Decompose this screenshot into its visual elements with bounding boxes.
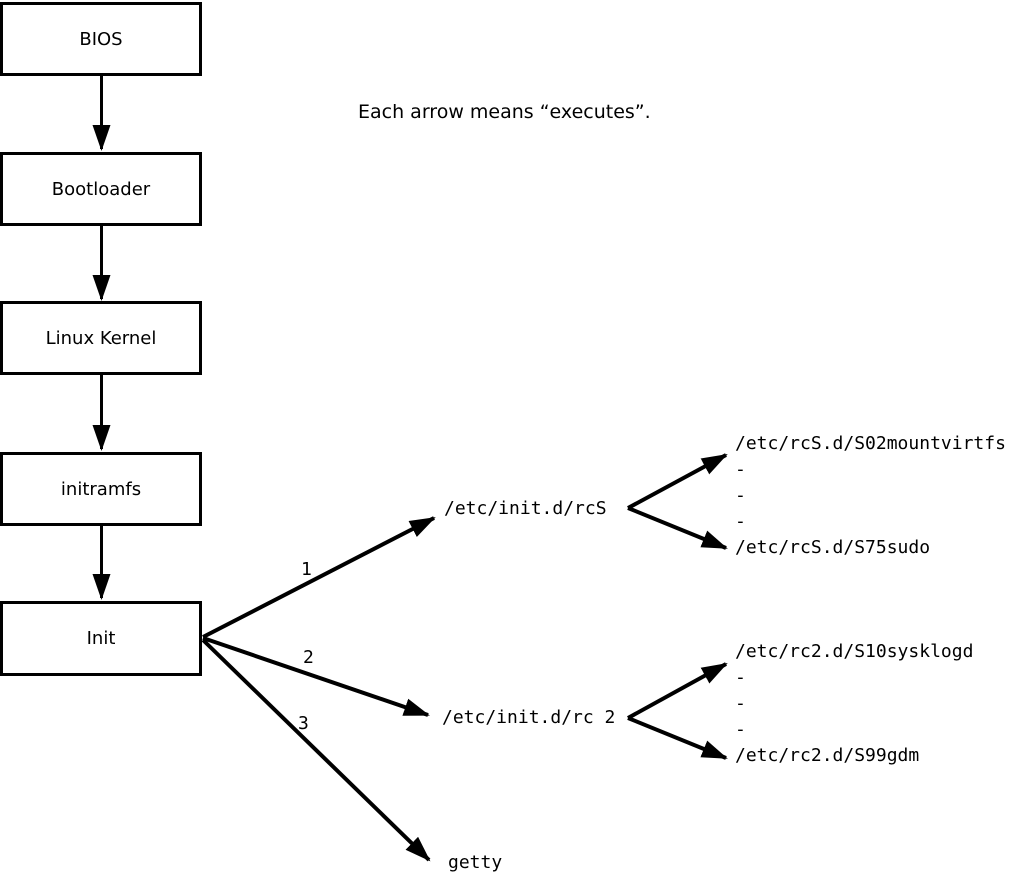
rc2-list-item: - [735,693,746,714]
box-init: Init [0,601,202,676]
rcs-list-item: /etc/rcS.d/S75sudo [735,537,931,558]
box-bios: BIOS [0,2,202,76]
branch-order-2: 2 [303,647,314,668]
box-init-label: Init [86,628,116,649]
target-rc2-script: /etc/init.d/rc 2 [442,707,616,728]
rc2-list-item: /etc/rc2.d/S10sysklogd [735,641,974,662]
box-bootloader-label: Bootloader [51,178,151,200]
arrow-meaning-note: Each arrow means “executes”. [358,101,651,123]
arrow-rc2-to-s10sysklogd [627,662,728,720]
box-initramfs-label: initramfs [60,478,142,500]
target-getty: getty [448,852,503,873]
rcs-list-item: - [735,485,746,506]
rc2-list-item: - [735,719,746,740]
box-linux-kernel: Linux Kernel [0,301,202,375]
branch-order-1: 1 [301,559,312,580]
arrow-rcs-to-s02mountvirtfs [627,453,728,510]
arrow-init-to-rcs [202,516,436,639]
arrow-init-to-getty [201,638,431,862]
branch-order-3: 3 [298,713,309,734]
rc2-list-item: - [735,667,746,688]
rcs-list-item: /etc/rcS.d/S02mountvirtfs [735,433,1006,454]
arrow-rcs-to-s75sudo [627,506,728,550]
box-initramfs: initramfs [0,452,202,526]
rc2-list-item: /etc/rc2.d/S99gdm [735,745,920,766]
rc2-script-list: /etc/rc2.d/S10sysklogd - - - /etc/rc2.d/… [735,639,973,769]
target-rcs-script: /etc/init.d/rcS [444,498,607,519]
arrow-init-to-rc2 [202,636,430,717]
box-linux-kernel-label: Linux Kernel [45,327,157,349]
arrow-rc2-to-s99gdm [627,716,728,760]
rcs-list-item: - [735,511,746,532]
box-bootloader: Bootloader [0,152,202,226]
rcs-list-item: - [735,459,746,480]
box-bios-label: BIOS [79,28,123,50]
rcs-script-list: /etc/rcS.d/S02mountvirtfs - - - /etc/rcS… [735,431,1006,561]
